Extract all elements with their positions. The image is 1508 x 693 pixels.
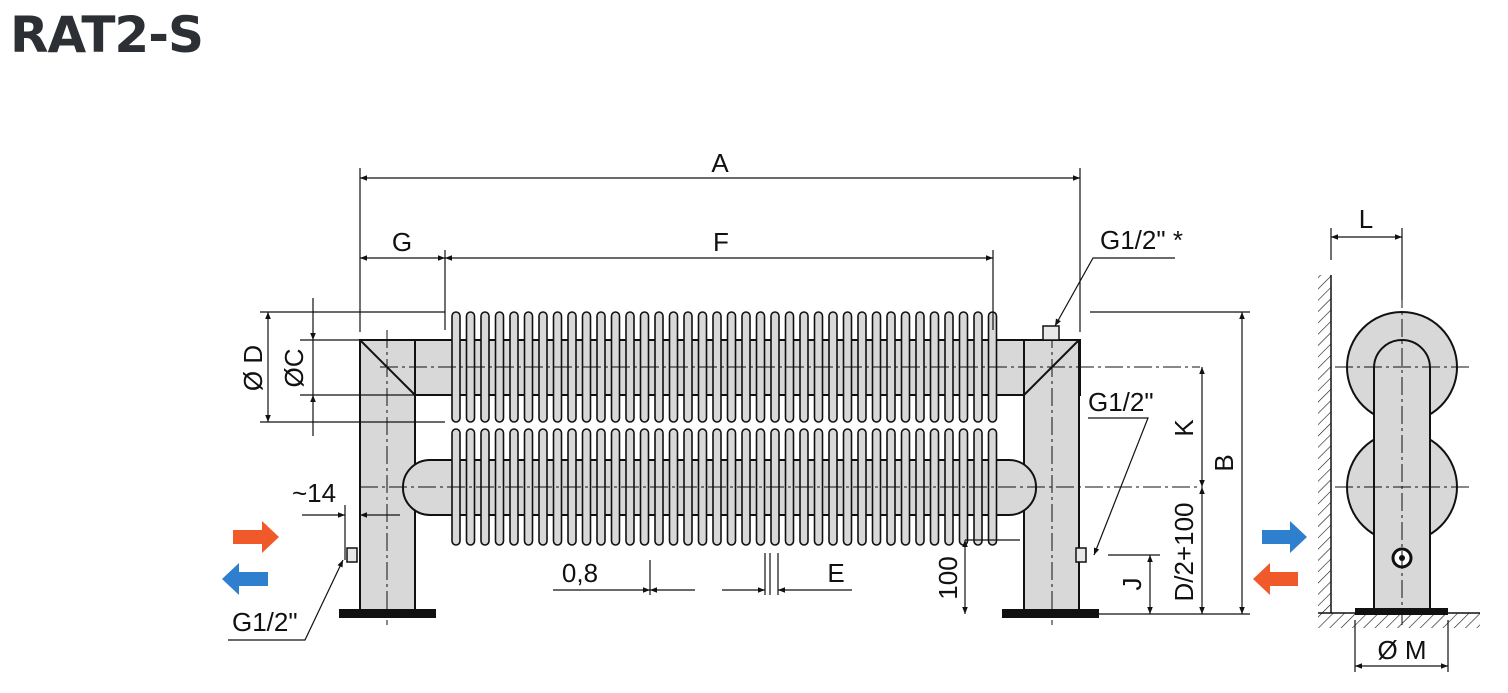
- dim-c-label: ØC: [279, 349, 309, 388]
- flow-arrows-front: [222, 521, 279, 595]
- d-half-label: D/2+100: [1169, 502, 1199, 601]
- side-supply-arrow-icon: [1262, 521, 1307, 553]
- vent-plug-icon: [1042, 325, 1060, 341]
- floor-hatch: [1318, 613, 1480, 628]
- left-connection-label: G1/2": [232, 607, 298, 637]
- labels: A G F G1/2" * G1/2" G1/2" Ø D ØC ~14 0,8…: [232, 148, 1427, 665]
- dim-d-label: Ø D: [238, 345, 268, 391]
- dim-a-label: A: [711, 148, 729, 178]
- dim-m-label: Ø M: [1377, 635, 1426, 665]
- vent-connection-label: G1/2" *: [1100, 225, 1183, 255]
- return-arrow-icon: [222, 563, 268, 595]
- dim-b-label: B: [1209, 454, 1239, 471]
- dimension-lines: [228, 168, 1250, 641]
- fin-thickness-label: 0,8: [562, 558, 598, 588]
- dim-l-label: L: [1359, 204, 1373, 234]
- dim-g-label: G: [392, 227, 412, 257]
- dim-e-label: E: [827, 558, 844, 588]
- fittings: [346, 325, 1087, 563]
- right-plug-icon: [1075, 547, 1087, 563]
- side-return-arrow-icon: [1253, 563, 1298, 595]
- side-view: [1253, 228, 1480, 672]
- clearance-label: ~14: [292, 478, 336, 508]
- dim-k-label: K: [1169, 419, 1199, 437]
- dim-j-label: J: [1117, 578, 1147, 591]
- height-100-label: 100: [933, 556, 963, 599]
- center-lines: [360, 330, 1200, 625]
- right-connection-label: G1/2": [1088, 387, 1154, 417]
- left-plug-icon: [346, 547, 358, 563]
- page-title: RAT2-S: [10, 6, 204, 64]
- supply-arrow-icon: [233, 521, 279, 553]
- dim-f-label: F: [713, 227, 729, 257]
- wall-hatch: [1318, 275, 1331, 613]
- right-foot: [1002, 609, 1099, 618]
